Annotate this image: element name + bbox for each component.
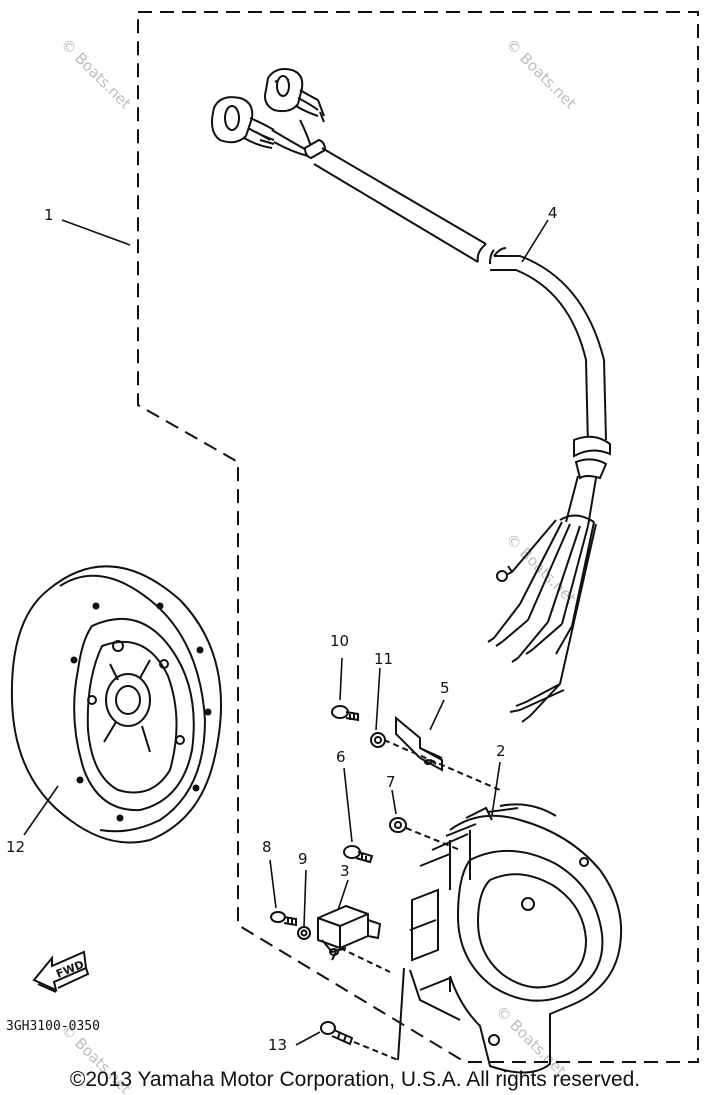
assembly-boundary [137, 11, 699, 1063]
drawing-code: 3GH3100-0350 [6, 1019, 100, 1034]
part-label-5: 5 [440, 679, 450, 697]
part-label-6: 6 [336, 748, 346, 766]
stator-assembly [409, 803, 623, 1074]
part-label-1: 1 [44, 206, 54, 224]
part-label-10: 10 [330, 632, 349, 650]
hardware [270, 705, 501, 1061]
fwd-arrow-icon: FWD [32, 950, 90, 993]
watermark: © Boats.net [57, 35, 135, 113]
copyright-notice: ©2013 Yamaha Motor Corporation, U.S.A. A… [69, 1068, 641, 1091]
part-label-12: 12 [6, 838, 25, 856]
part-label-9: 9 [298, 850, 308, 868]
part-label-2: 2 [496, 742, 506, 760]
part-label-4: 4 [548, 204, 558, 222]
part-label-7: 7 [386, 773, 396, 791]
wire-harness [211, 68, 611, 723]
part-label-13: 13 [268, 1036, 287, 1054]
part-label-8: 8 [262, 838, 272, 856]
leader-lines [23, 219, 549, 1046]
part-label-3: 3 [340, 862, 350, 880]
part-label-11: 11 [374, 650, 393, 668]
flywheel-rotor [10, 565, 223, 844]
pulser-coil [317, 904, 391, 973]
watermark: © Boats.net [502, 35, 580, 113]
part-labels: 1 4 10 11 5 2 6 7 8 9 3 12 13 [6, 204, 558, 1054]
